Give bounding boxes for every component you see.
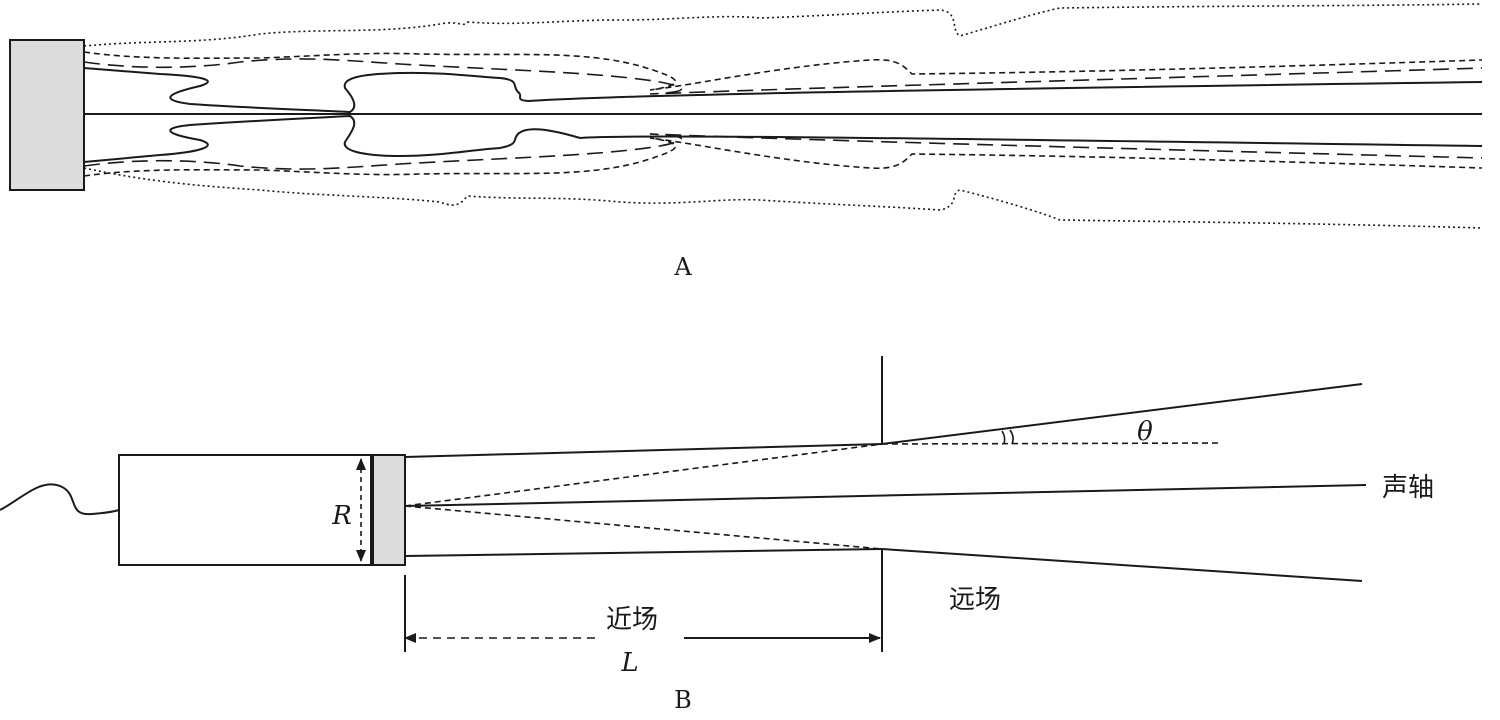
beam-edge-upper-near	[404, 443, 883, 458]
transducer-cable	[0, 483, 120, 516]
panel-b-label: B	[674, 686, 692, 714]
convergence-line-lower	[404, 505, 883, 550]
panel-b-near-far-field: R 声轴 θ 近场 L 远场 B	[0, 356, 1434, 714]
panel-a-contour-short-dash-upper	[83, 51, 1483, 91]
divergence-angle-label: θ	[1137, 417, 1153, 447]
beam-edge-lower-far	[881, 548, 1363, 582]
panel-a-transducer	[9, 39, 85, 191]
acoustic-axis-line	[404, 484, 1367, 507]
panel-a-contour-solid-upper	[83, 67, 1483, 114]
panel-a-label: A	[673, 253, 692, 281]
near-field-length-label: L	[620, 648, 638, 678]
panel-a-contour-short-dash-lower	[83, 137, 1483, 177]
panel-a-contour-dotted-upper	[83, 3, 1483, 47]
acoustic-axis-label: 声轴	[1382, 473, 1434, 503]
near-field-label: 近场	[606, 605, 658, 635]
transducer-face	[372, 454, 406, 566]
transducer-housing	[118, 454, 372, 566]
far-field-label: 远场	[949, 585, 1001, 615]
radius-label: R	[331, 501, 352, 531]
panel-a-beam-field: A	[9, 3, 1483, 281]
panel-a-contour-long-dash-lower	[83, 133, 1483, 170]
convergence-line-upper	[404, 443, 883, 507]
panel-a-contour-solid-lower	[83, 114, 1483, 163]
beam-edge-upper-far	[881, 383, 1363, 445]
angle-arc-inner	[1009, 429, 1014, 445]
divergence-reference-line	[881, 442, 1223, 445]
panel-a-contour-dotted-lower	[83, 167, 1483, 229]
angle-arc-outer	[1001, 430, 1006, 445]
panel-a-contour-long-dash-upper	[83, 58, 1483, 95]
beam-edge-lower-near	[404, 548, 883, 557]
